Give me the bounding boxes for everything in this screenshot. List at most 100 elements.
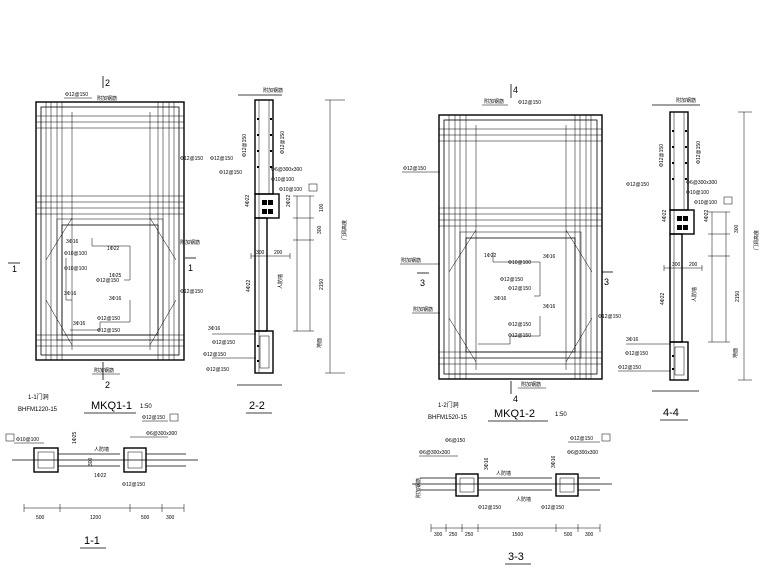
label-inner-8: Φ12@150 <box>97 316 120 322</box>
sec22-stirrup: Φ6@300x300 <box>271 167 302 173</box>
sec44-s3: Φ10@100 <box>694 200 717 206</box>
sec11-mid-2: 1Φ22 <box>94 473 107 479</box>
door-code: BHFM1520-15 <box>428 415 468 421</box>
view-mkq1-1: 2 <box>8 76 203 414</box>
sec22-left-3: 3Φ16 <box>208 326 221 332</box>
label-inner-3: Φ10@100 <box>64 266 87 272</box>
sec33-vert-left: 附加钢筋 <box>415 478 422 498</box>
sec11-right-2: Φ6@300x300 <box>146 431 177 437</box>
section-mark-top: 2 <box>105 78 110 88</box>
sec44-title: 4-4 <box>663 407 679 419</box>
label-inner-1: 1Φ22 <box>484 253 497 259</box>
sec11-left-1: Φ10@100 <box>16 437 39 443</box>
sec22-left-4: Φ12@150 <box>212 340 235 346</box>
sec44-vlabel-2: 人防墙 <box>691 287 698 302</box>
sec33-right-1: Φ12@150 <box>570 436 593 442</box>
view-scale: 1:50 <box>555 412 567 418</box>
sec11-dim-300: 300 <box>88 457 94 466</box>
sec33-mid-2: 人防墙 <box>516 496 531 503</box>
sec11-dim-3: 300 <box>166 515 175 521</box>
section-mark-top: 4 <box>513 85 518 95</box>
sec22-dim-2150: 2150 <box>319 279 325 290</box>
sec44-dim-300b: 300 <box>672 262 681 268</box>
label-right-1: Φ12@150 <box>598 314 621 320</box>
sec22-vlabel-1: 4Φ22 <box>246 279 252 292</box>
sec33-v-1: 3Φ16 <box>484 457 490 470</box>
sec22-s3: Φ10@100 <box>279 187 302 193</box>
sec44-left-1: Φ12@150 <box>626 182 649 188</box>
sec44-floor-note: 地面 <box>732 348 739 358</box>
sec11-right-1: Φ12@150 <box>142 415 165 421</box>
side-mark-right: 1 <box>188 263 193 273</box>
side-mark-right: 3 <box>604 277 609 287</box>
sec44-dim-200: 200 <box>689 262 698 268</box>
label-inner-6: 3Φ16 <box>494 296 507 302</box>
sec22-s2: Φ10@100 <box>271 177 294 183</box>
sec11-dim-2: 500 <box>141 515 150 521</box>
label-inner-9: 3Φ16 <box>109 296 122 302</box>
sec11-mid-1: 人防墙 <box>94 446 109 453</box>
sec22-left-2: Φ12@150 <box>219 170 242 176</box>
sec44-dim-2150: 2150 <box>735 291 741 302</box>
view-mkq1-2: 4 3 3 附加钢筋 <box>400 84 621 422</box>
sec44-vert-2: 4Φ22 <box>704 209 710 222</box>
label-bottom-note: 附加钢筋 <box>94 367 114 374</box>
sec33-left-1: Φ6@300x300 <box>419 450 450 456</box>
label-inner-3-16: 3Φ16 <box>73 321 86 327</box>
sec44-top: 附加钢筋 <box>676 97 696 104</box>
label-inner-5: 1Φ25 <box>109 273 122 279</box>
door-label: 1-2门洞 <box>438 401 459 409</box>
sec22-dim-300b: 300 <box>256 250 265 256</box>
sec44-left-4: Φ12@150 <box>625 351 648 357</box>
sec11-dim-0: 500 <box>36 515 45 521</box>
view-4-4: 附加钢筋 Φ12@150 Φ12@150 Φ12@150 Φ6@300x300 … <box>618 97 760 421</box>
sec44-left-3: 3Φ16 <box>626 337 639 343</box>
sec33-title: 3-3 <box>508 551 524 563</box>
sec33-right-2: Φ6@300x300 <box>567 450 598 456</box>
sec22-left-1: Φ12@150 <box>210 156 233 162</box>
sec33-dim-5: 300 <box>585 532 594 538</box>
door-label: 1-1门洞 <box>28 393 49 401</box>
label-top-note: 附加钢筋 <box>484 98 504 105</box>
door-code: BHFM1220-15 <box>18 407 58 413</box>
label-inner-6: Φ12@150 <box>96 278 119 284</box>
label-inner-7: 3Φ16 <box>64 291 77 297</box>
sec44-height-note: 门洞高度 <box>753 230 760 250</box>
sec44-vert-1: 4Φ22 <box>662 209 668 222</box>
label-inner-3: 3Φ16 <box>543 254 556 260</box>
sec33-dim-4: 500 <box>564 532 573 538</box>
label-inner-4: 1Φ22 <box>107 246 120 252</box>
sec33-dim-1: 250 <box>449 532 458 538</box>
sec33-left-2: Φ6@150 <box>445 438 465 444</box>
label-inner-9: Φ12@150 <box>508 333 531 339</box>
sec33-dim-0: 300 <box>434 532 443 538</box>
label-left-2: 附加钢筋 <box>401 257 421 264</box>
sec11-dim-1: 1200 <box>90 515 101 521</box>
sec33-v-2: 3Φ16 <box>551 455 557 468</box>
sec33-bot-2: Φ12@150 <box>541 505 564 511</box>
label-top-rebar: Φ12@150 <box>518 100 541 106</box>
label-inner-2: Φ10@100 <box>64 251 87 257</box>
sec22-dim-100: 100 <box>319 203 325 212</box>
sec44-left-5: Φ12@150 <box>618 365 641 371</box>
sec33-mid-1: 人防墙 <box>496 470 511 477</box>
sec44-bar-b: Φ12@150 <box>696 141 702 164</box>
view-3-3: Φ6@300x300 Φ6@150 3Φ16 人防墙 人防墙 3Φ16 Φ12@… <box>412 433 612 565</box>
sec44-bar-a: Φ12@150 <box>659 144 665 167</box>
label-inner-4: Φ12@150 <box>500 277 523 283</box>
sec44-dim-300: 300 <box>734 224 740 233</box>
sec33-dim-2: 250 <box>465 532 474 538</box>
sec22-top: 附加钢筋 <box>263 87 283 94</box>
label-right-2: 附加钢筋 <box>180 239 200 246</box>
label-right-1: Φ12@150 <box>180 156 203 162</box>
label-left-3: 附加钢筋 <box>413 306 433 313</box>
view-1-1: Φ10@100 1Φ25 300 人防墙 1Φ22 Φ12@150 Φ6@300… <box>5 413 198 549</box>
sec33-dim-3: 1500 <box>512 532 523 538</box>
sec22-vlabel-2: 人防墙 <box>277 274 284 289</box>
label-inner-10: Φ12@150 <box>97 328 120 334</box>
sec11-title: 1-1 <box>84 535 100 547</box>
side-mark-left: 1 <box>12 264 17 274</box>
section-mark-bottom: 2 <box>105 380 110 390</box>
sec22-title: 2-2 <box>249 400 265 412</box>
